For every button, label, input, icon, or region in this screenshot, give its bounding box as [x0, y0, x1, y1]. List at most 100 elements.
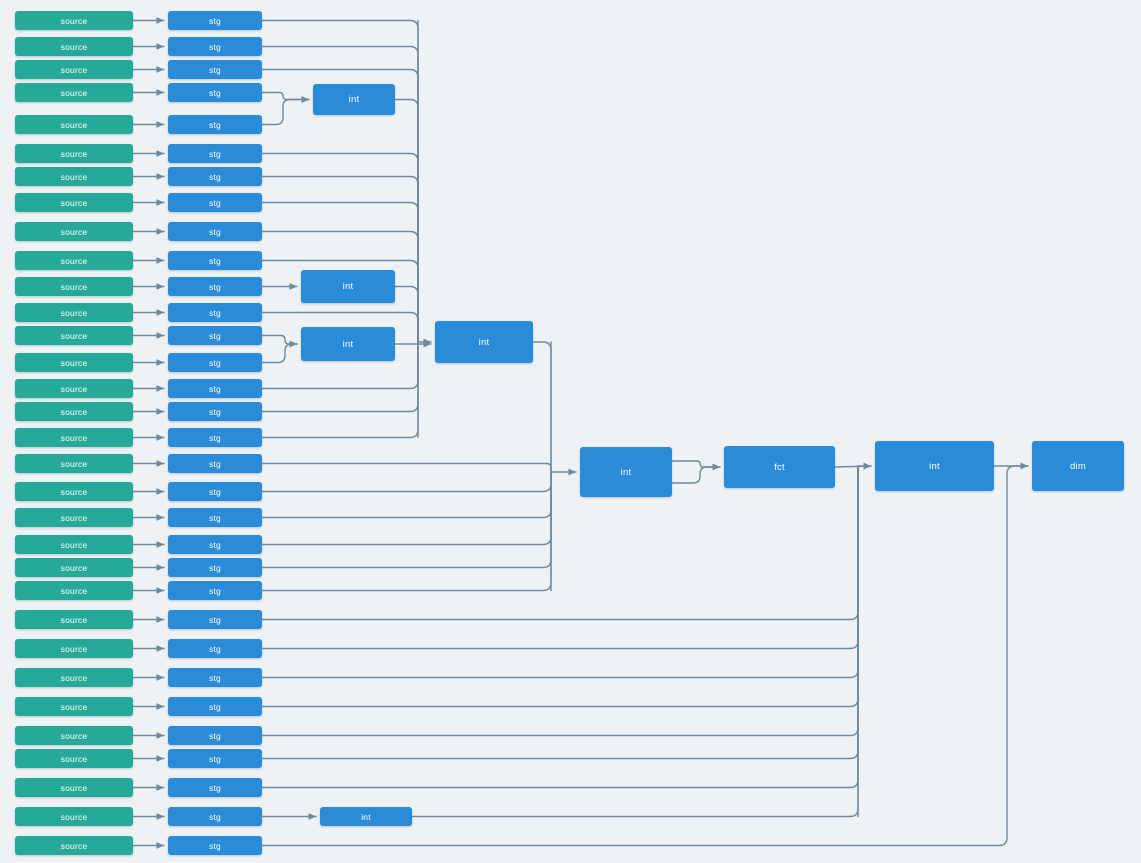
node-stg-stg-18[interactable]: stg	[168, 454, 262, 473]
node-label: source	[60, 643, 88, 654]
edge	[261, 465, 859, 621]
edge	[261, 96, 310, 126]
node-stg-stg-6[interactable]: stg	[168, 144, 262, 163]
edge	[671, 463, 721, 484]
node-stg-stg-14[interactable]: stg	[168, 353, 262, 372]
node-stg-stg-4[interactable]: stg	[168, 83, 262, 102]
node-stg-stg-12[interactable]: stg	[168, 303, 262, 322]
node-int-int-d[interactable]: int	[435, 321, 533, 363]
edge	[261, 471, 552, 519]
node-source-source-3[interactable]: source	[15, 60, 133, 79]
node-stg-stg-19[interactable]: stg	[168, 482, 262, 501]
node-source-source-25[interactable]: source	[15, 639, 133, 658]
node-source-source-8[interactable]: source	[15, 193, 133, 212]
node-source-source-5[interactable]: source	[15, 115, 133, 134]
node-stg-stg-20[interactable]: stg	[168, 508, 262, 527]
node-source-source-4[interactable]: source	[15, 83, 133, 102]
node-source-source-29[interactable]: source	[15, 749, 133, 768]
node-source-source-6[interactable]: source	[15, 144, 133, 163]
edge	[261, 471, 552, 493]
node-fct-fct-1[interactable]: fct	[724, 446, 835, 488]
node-source-source-19[interactable]: source	[15, 482, 133, 501]
node-source-source-26[interactable]: source	[15, 668, 133, 687]
node-label: stg	[209, 486, 221, 497]
node-source-source-7[interactable]: source	[15, 167, 133, 186]
node-stg-stg-17[interactable]: stg	[168, 428, 262, 447]
edges	[132, 17, 1029, 849]
node-stg-stg-22[interactable]: stg	[168, 558, 262, 577]
node-stg-stg-32[interactable]: stg	[168, 836, 262, 855]
node-stg-stg-10[interactable]: stg	[168, 251, 262, 270]
node-label: source	[60, 148, 88, 159]
node-source-source-28[interactable]: source	[15, 726, 133, 745]
edge	[261, 91, 310, 103]
node-label: source	[60, 614, 88, 625]
node-stg-stg-15[interactable]: stg	[168, 379, 262, 398]
node-source-source-1[interactable]: source	[15, 11, 133, 30]
edge	[261, 340, 298, 364]
node-stg-stg-24[interactable]: stg	[168, 610, 262, 629]
node-dim-dim-1[interactable]: dim	[1032, 441, 1124, 491]
node-source-source-30[interactable]: source	[15, 778, 133, 797]
node-source-source-32[interactable]: source	[15, 836, 133, 855]
node-int-int-g[interactable]: int	[320, 807, 412, 826]
node-label: source	[60, 672, 88, 683]
node-int-int-e[interactable]: int	[580, 447, 672, 497]
node-source-source-12[interactable]: source	[15, 303, 133, 322]
node-source-source-10[interactable]: source	[15, 251, 133, 270]
node-stg-stg-29[interactable]: stg	[168, 749, 262, 768]
node-label: stg	[209, 64, 221, 75]
node-label: stg	[209, 643, 221, 654]
node-stg-stg-13[interactable]: stg	[168, 326, 262, 345]
node-source-source-24[interactable]: source	[15, 610, 133, 629]
node-stg-stg-8[interactable]: stg	[168, 193, 262, 212]
node-label: source	[60, 486, 88, 497]
node-label: stg	[209, 171, 221, 182]
node-source-source-21[interactable]: source	[15, 535, 133, 554]
node-source-source-2[interactable]: source	[15, 37, 133, 56]
node-stg-stg-30[interactable]: stg	[168, 778, 262, 797]
node-int-int-a[interactable]: int	[313, 84, 395, 115]
edge	[261, 462, 552, 473]
node-int-int-f[interactable]: int	[875, 441, 994, 491]
node-label: source	[60, 383, 88, 394]
node-label: stg	[209, 119, 221, 130]
node-source-source-15[interactable]: source	[15, 379, 133, 398]
node-int-int-c[interactable]: int	[301, 327, 395, 361]
node-stg-stg-26[interactable]: stg	[168, 668, 262, 687]
edge	[261, 465, 859, 708]
node-stg-stg-11[interactable]: stg	[168, 277, 262, 296]
node-source-source-18[interactable]: source	[15, 454, 133, 473]
node-stg-stg-9[interactable]: stg	[168, 222, 262, 241]
node-stg-stg-27[interactable]: stg	[168, 697, 262, 716]
node-source-source-11[interactable]: source	[15, 277, 133, 296]
node-source-source-22[interactable]: source	[15, 558, 133, 577]
node-stg-stg-3[interactable]: stg	[168, 60, 262, 79]
node-source-source-14[interactable]: source	[15, 353, 133, 372]
node-label: stg	[209, 512, 221, 523]
node-source-source-9[interactable]: source	[15, 222, 133, 241]
node-source-source-16[interactable]: source	[15, 402, 133, 421]
node-source-source-31[interactable]: source	[15, 807, 133, 826]
node-stg-stg-5[interactable]: stg	[168, 115, 262, 134]
node-label: stg	[209, 840, 221, 851]
node-source-source-20[interactable]: source	[15, 508, 133, 527]
node-label: stg	[209, 357, 221, 368]
node-stg-stg-1[interactable]: stg	[168, 11, 262, 30]
node-int-int-b[interactable]: int	[301, 270, 395, 303]
node-label: stg	[209, 281, 221, 292]
node-stg-stg-16[interactable]: stg	[168, 402, 262, 421]
node-source-source-13[interactable]: source	[15, 326, 133, 345]
node-stg-stg-23[interactable]: stg	[168, 581, 262, 600]
node-label: fct	[774, 461, 785, 473]
node-stg-stg-7[interactable]: stg	[168, 167, 262, 186]
node-source-source-27[interactable]: source	[15, 697, 133, 716]
node-source-source-23[interactable]: source	[15, 581, 133, 600]
node-stg-stg-2[interactable]: stg	[168, 37, 262, 56]
node-source-source-17[interactable]: source	[15, 428, 133, 447]
edge	[261, 471, 552, 592]
node-stg-stg-25[interactable]: stg	[168, 639, 262, 658]
node-stg-stg-28[interactable]: stg	[168, 726, 262, 745]
node-stg-stg-31[interactable]: stg	[168, 807, 262, 826]
node-stg-stg-21[interactable]: stg	[168, 535, 262, 554]
